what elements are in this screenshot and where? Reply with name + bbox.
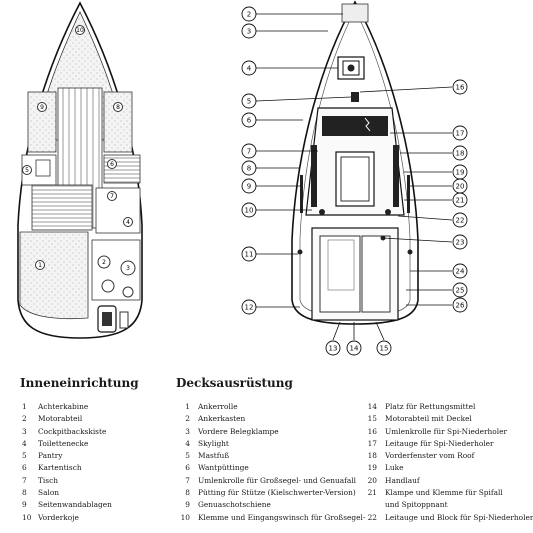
svg-text:17: 17 xyxy=(456,130,465,138)
svg-text:11: 11 xyxy=(245,251,254,259)
salon-settee-starboard xyxy=(103,91,133,153)
engine-room xyxy=(91,239,141,301)
svg-text:12: 12 xyxy=(245,304,254,312)
svg-text:14: 14 xyxy=(350,345,359,353)
svg-text:7: 7 xyxy=(247,148,251,156)
svg-text:22: 22 xyxy=(456,217,465,225)
svg-text:5: 5 xyxy=(25,167,29,174)
svg-text:5: 5 xyxy=(247,98,251,106)
svg-text:6: 6 xyxy=(247,117,252,125)
svg-text:10: 10 xyxy=(245,207,254,215)
svg-text:9: 9 xyxy=(247,183,251,191)
svg-text:20: 20 xyxy=(456,183,465,191)
svg-text:8: 8 xyxy=(116,104,120,111)
svg-text:23: 23 xyxy=(456,239,465,247)
cockpit-locker-floor xyxy=(31,184,93,231)
svg-text:3: 3 xyxy=(247,28,251,36)
svg-text:19: 19 xyxy=(456,169,465,177)
sink xyxy=(35,159,51,177)
interior-plan: 10 9 8 5 6 4 1 7 2 3 xyxy=(17,1,143,339)
chart-table xyxy=(103,154,141,184)
svg-text:9: 9 xyxy=(40,104,44,111)
svg-text:10: 10 xyxy=(76,27,84,34)
deck-plan xyxy=(291,0,419,325)
deck-heading: Decksausrüstung xyxy=(176,376,293,390)
svg-text:8: 8 xyxy=(247,165,251,173)
svg-text:6: 6 xyxy=(110,161,114,168)
svg-text:21: 21 xyxy=(456,197,465,205)
svg-text:2: 2 xyxy=(247,11,251,19)
svg-text:26: 26 xyxy=(456,302,465,310)
svg-text:4: 4 xyxy=(247,65,252,73)
front-window xyxy=(322,116,388,136)
svg-text:16: 16 xyxy=(456,84,465,92)
svg-text:3: 3 xyxy=(126,265,130,272)
svg-text:25: 25 xyxy=(456,287,465,295)
svg-text:13: 13 xyxy=(329,345,338,353)
svg-text:2: 2 xyxy=(102,259,106,266)
salon-settee-port xyxy=(27,91,57,153)
svg-text:1: 1 xyxy=(38,262,42,269)
legend-item: und Spitoppnant xyxy=(385,500,448,510)
svg-text:15: 15 xyxy=(380,345,389,353)
mast-foot xyxy=(351,92,359,102)
svg-text:4: 4 xyxy=(126,219,130,226)
interior-markers: 10 9 8 5 6 4 1 7 2 3 xyxy=(22,25,133,272)
anchor-locker xyxy=(341,3,369,23)
deck-callout-labels: 2 3 4 5 6 7 8 9 10 11 12 16 17 18 19 20 … xyxy=(245,11,465,353)
toilet-area xyxy=(95,187,141,234)
interior-heading: Inneneinrichtung xyxy=(20,376,139,390)
svg-text:18: 18 xyxy=(456,150,465,158)
svg-text:24: 24 xyxy=(456,268,465,276)
aft-cabin xyxy=(19,231,89,320)
svg-text:7: 7 xyxy=(110,193,114,200)
